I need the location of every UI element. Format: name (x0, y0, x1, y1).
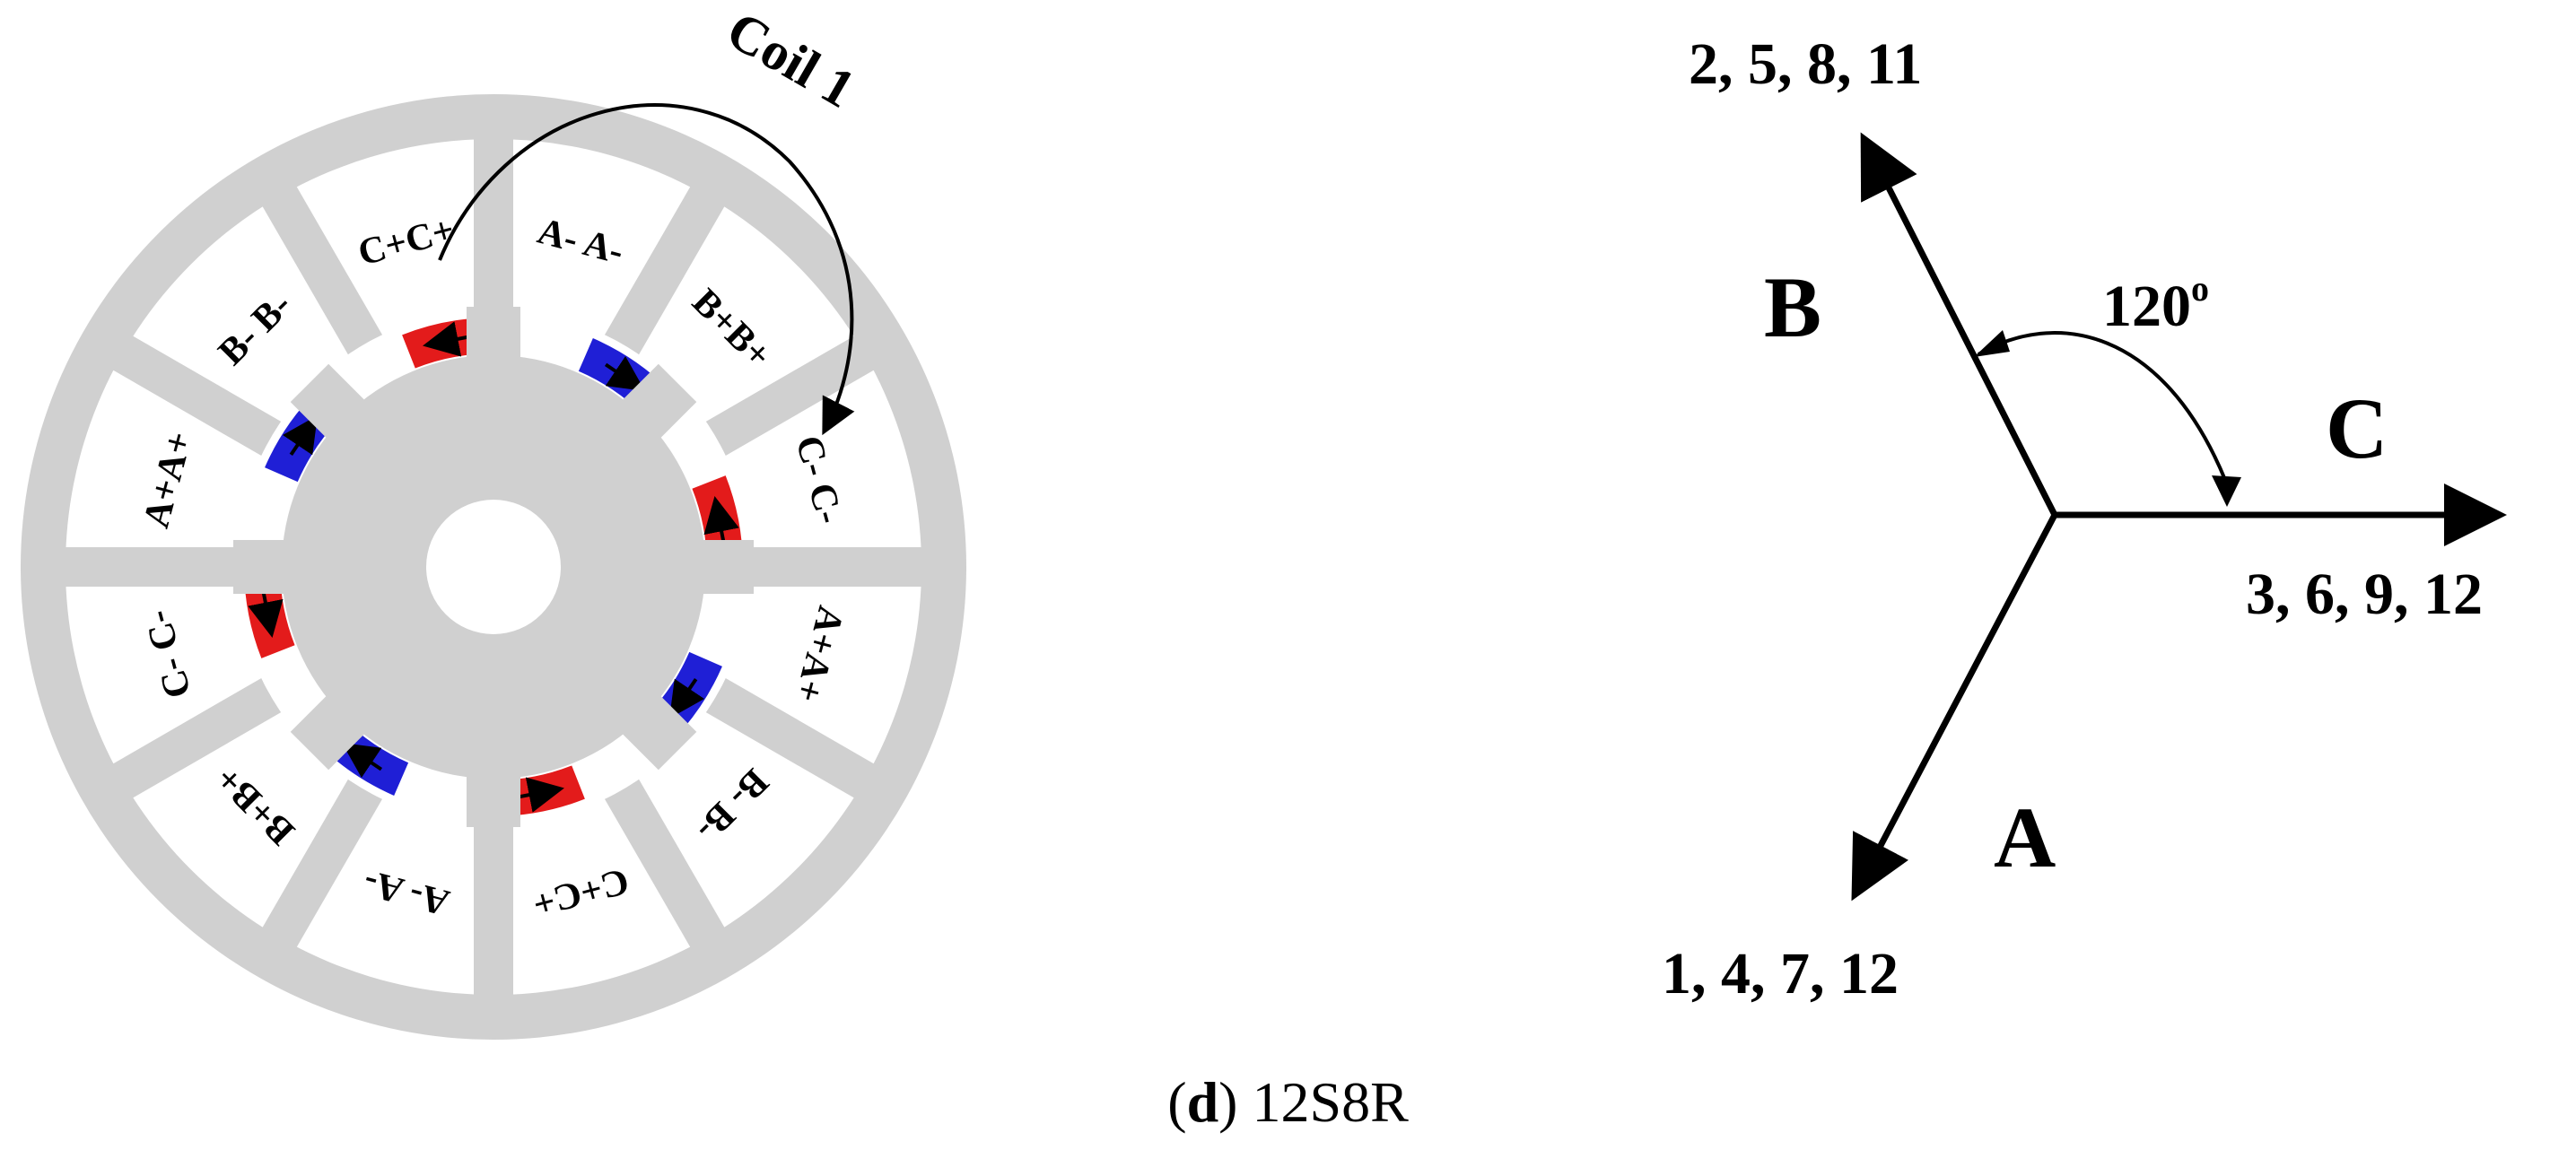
magnet-direction-arrow (669, 677, 704, 719)
rotor-arm (290, 363, 475, 548)
shaft-hole (426, 500, 561, 634)
angle-degree: o (2191, 268, 2209, 309)
rotor-arm (290, 586, 475, 771)
rotor-arm (512, 586, 697, 771)
phase-b-label: B (1764, 259, 1821, 355)
rotor-arms (233, 307, 754, 827)
stator-tooth (94, 677, 283, 809)
phase-a-coils: 1, 4, 7, 12 (1662, 941, 1899, 1006)
magnet-direction-arrow (423, 321, 470, 357)
magnet-direction-arrow (517, 777, 564, 813)
phase-b-coils: 2, 5, 8, 11 (1689, 31, 1922, 97)
rotor-arm (512, 363, 697, 548)
motor-cross-section: A- A-B+B+C- C-A+A+B- B-C+C+A- A-B+B+C- C… (21, 0, 966, 1040)
stator-tooth (251, 168, 383, 356)
figure-caption: (d) 12S8R (1167, 1070, 1409, 1134)
stator-tooth (704, 325, 893, 457)
phase-c-label: C (2326, 380, 2388, 476)
angle-arc (1977, 331, 2227, 481)
magnet-direction-arrow (283, 415, 318, 457)
stator-tooth (604, 168, 736, 356)
phase-a-arrow (1851, 513, 2058, 902)
phase-b-arrow (1860, 132, 2058, 517)
magnet-direction-arrow (248, 590, 284, 638)
coil-1-arrow (438, 103, 855, 436)
caption-letter: d (1186, 1070, 1219, 1134)
caption-text: 12S8R (1252, 1070, 1409, 1134)
magnet-direction-arrow (342, 743, 383, 778)
coil-1-label: Coil 1 (717, 0, 864, 119)
magnet-direction-arrow (703, 496, 739, 544)
phase-a-label: A (1994, 789, 2056, 885)
angle-label: 120o (2102, 268, 2209, 339)
stator-tooth (704, 677, 893, 809)
phase-c-coils: 3, 6, 9, 12 (2246, 562, 2483, 627)
phasor-diagram: 2, 5, 8, 11 B 120o C 3, 6, 9, 12 A 1, 4,… (1662, 31, 2507, 1006)
stator-tooth (94, 325, 283, 457)
angle-arrowhead-right (2212, 475, 2241, 507)
stator-tooth (251, 778, 383, 966)
angle-arrowhead-left (1974, 330, 2010, 357)
stator-tooth (604, 778, 736, 966)
magnet-direction-arrow (604, 356, 645, 391)
stator-teeth (45, 118, 942, 1015)
